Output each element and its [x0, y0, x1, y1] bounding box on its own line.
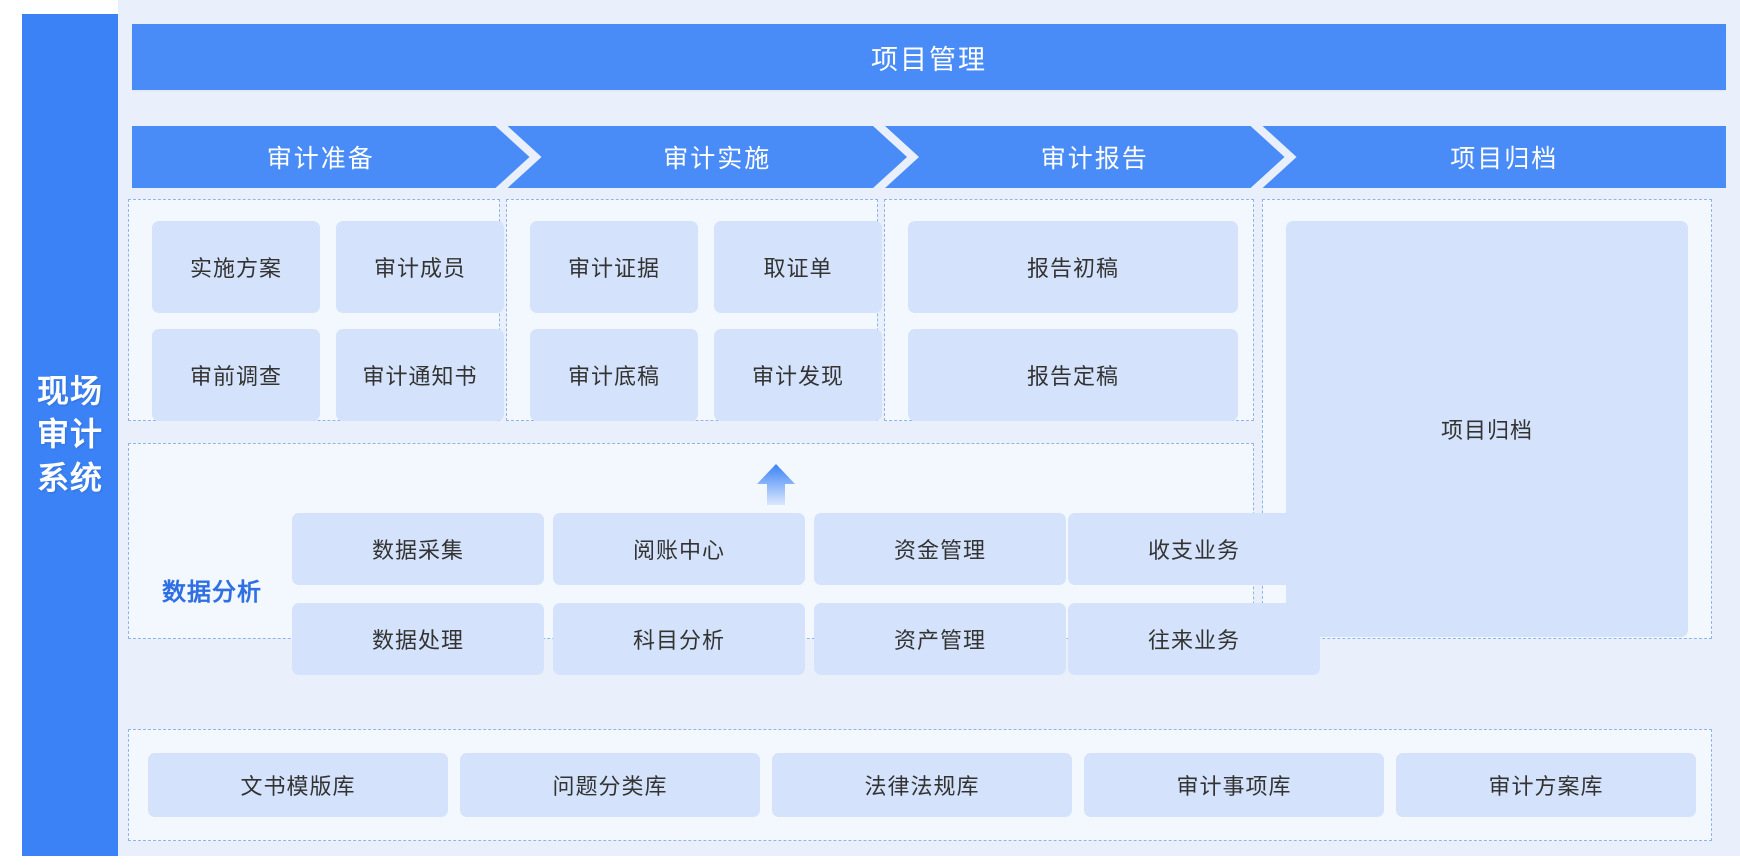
- project-management-band[interactable]: 项目管理: [132, 24, 1726, 90]
- stage-label-3: 审计报告: [1040, 145, 1149, 173]
- card-label: 报告定稿: [1026, 364, 1119, 389]
- card-label: 审计证据: [567, 256, 660, 281]
- card-label: 审计底稿: [567, 364, 660, 389]
- card-pre-audit-survey[interactable]: 审前调查: [152, 329, 320, 421]
- card-audit-notice[interactable]: 审计通知书: [336, 329, 504, 421]
- card-label: 项目归档: [1440, 418, 1533, 443]
- card-label: 报告初稿: [1026, 256, 1119, 281]
- brand-line-1: 现场: [36, 373, 103, 410]
- stage-audit-report[interactable]: 审计报告: [885, 126, 1285, 188]
- system-brand-title: 现场 审计 系统: [37, 370, 103, 500]
- card-label: 审计发现: [751, 364, 844, 389]
- card-asset-management[interactable]: 资产管理: [814, 603, 1066, 675]
- card-laws-regulations-library[interactable]: 法律法规库: [772, 753, 1072, 817]
- card-revenue-expenditure[interactable]: 收支业务: [1068, 513, 1320, 585]
- card-audit-evidence[interactable]: 审计证据: [530, 221, 698, 313]
- card-label: 审计方案库: [1488, 774, 1604, 799]
- card-audit-working-paper[interactable]: 审计底稿: [530, 329, 698, 421]
- card-label: 阅账中心: [632, 538, 725, 563]
- card-current-account-business[interactable]: 往来业务: [1068, 603, 1320, 675]
- card-label: 实施方案: [189, 256, 282, 281]
- card-report-draft[interactable]: 报告初稿: [908, 221, 1238, 313]
- card-audit-members[interactable]: 审计成员: [336, 221, 504, 313]
- card-label: 审计成员: [373, 256, 466, 281]
- stage-label-1: 审计准备: [266, 145, 375, 173]
- stage-label-4: 项目归档: [1450, 145, 1559, 173]
- card-label: 取证单: [763, 256, 833, 281]
- card-label: 文书模版库: [240, 774, 356, 799]
- up-arrow-icon: [754, 462, 798, 506]
- stage-audit-execution[interactable]: 审计实施: [508, 126, 908, 188]
- card-data-processing[interactable]: 数据处理: [292, 603, 544, 675]
- stage-project-archive[interactable]: 项目归档: [1262, 126, 1726, 188]
- card-evidence-form[interactable]: 取证单: [714, 221, 882, 313]
- card-label: 资金管理: [893, 538, 986, 563]
- card-audit-findings[interactable]: 审计发现: [714, 329, 882, 421]
- card-label: 数据采集: [371, 538, 464, 563]
- card-label: 问题分类库: [552, 774, 668, 799]
- card-label: 资产管理: [893, 628, 986, 653]
- card-label: 审计事项库: [1176, 774, 1292, 799]
- card-label: 收支业务: [1147, 538, 1240, 563]
- card-fund-management[interactable]: 资金管理: [814, 513, 1066, 585]
- card-project-archive[interactable]: 项目归档: [1286, 221, 1688, 637]
- system-brand-bar: 现场 审计 系统: [22, 14, 118, 856]
- project-management-label: 项目管理: [871, 44, 987, 75]
- card-audit-matters-library[interactable]: 审计事项库: [1084, 753, 1384, 817]
- stage-flow-row: 审计准备 审计实施 审计报告 项目归档: [132, 126, 1726, 188]
- card-document-template-library[interactable]: 文书模版库: [148, 753, 448, 817]
- card-ledger-review-center[interactable]: 阅账中心: [553, 513, 805, 585]
- card-data-collection[interactable]: 数据采集: [292, 513, 544, 585]
- card-audit-plan-library[interactable]: 审计方案库: [1396, 753, 1696, 817]
- stage-label-2: 审计实施: [663, 145, 772, 173]
- card-label: 审计通知书: [362, 364, 478, 389]
- card-label: 往来业务: [1147, 628, 1240, 653]
- card-label: 数据处理: [371, 628, 464, 653]
- brand-line-3: 系统: [36, 459, 103, 496]
- card-issue-classification-library[interactable]: 问题分类库: [460, 753, 760, 817]
- card-label: 科目分析: [632, 628, 725, 653]
- data-analysis-label: 数据分析: [162, 579, 262, 606]
- brand-line-2: 审计: [36, 416, 103, 453]
- card-label: 审前调查: [189, 364, 282, 389]
- stage-audit-preparation[interactable]: 审计准备: [132, 126, 530, 188]
- card-label: 法律法规库: [864, 774, 980, 799]
- card-subject-analysis[interactable]: 科目分析: [553, 603, 805, 675]
- card-report-final[interactable]: 报告定稿: [908, 329, 1238, 421]
- card-implementation-plan[interactable]: 实施方案: [152, 221, 320, 313]
